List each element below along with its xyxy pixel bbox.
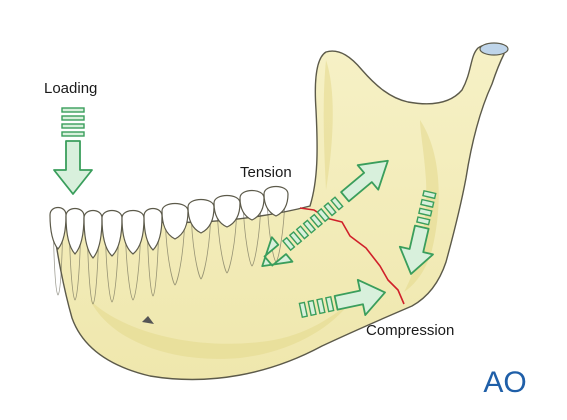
arrow-down-left-icon [398, 189, 437, 275]
label-loading: Loading [44, 80, 98, 97]
tooth [101, 209, 123, 257]
tooth [121, 209, 145, 255]
tooth [263, 185, 289, 217]
mandible-bone [51, 44, 505, 381]
tooth [213, 194, 241, 228]
tooth-root [86, 219, 100, 305]
double-arrow-icon [261, 159, 389, 268]
mental-foramen [142, 316, 154, 324]
label-compression: Compression [366, 322, 455, 339]
tooth-root [124, 219, 142, 301]
bone-shading [323, 60, 333, 190]
arrow-down-icon [53, 107, 93, 195]
tooth [239, 189, 265, 221]
tooth-root [242, 199, 262, 267]
tooth [161, 202, 189, 240]
tooth [83, 209, 103, 259]
condyle-cap [479, 42, 509, 56]
ao-logo-text: AO [483, 366, 526, 396]
tooth-root [164, 212, 186, 286]
teeth [49, 185, 289, 259]
bone-shading [90, 300, 352, 359]
tooth-root [68, 217, 82, 301]
label-tension: Tension [240, 164, 292, 181]
bone-shading [404, 120, 439, 292]
tooth-roots [52, 195, 286, 305]
tooth [143, 207, 163, 251]
tooth-root [146, 217, 160, 297]
tooth-root [216, 204, 238, 274]
ao-logo: AO [483, 366, 526, 396]
tooth [65, 207, 85, 255]
tooth-root [190, 208, 212, 280]
tooth [49, 206, 67, 250]
arrow-right-icon [298, 278, 386, 318]
tooth-root [52, 216, 64, 296]
tooth-root [104, 219, 120, 303]
tooth [187, 198, 215, 234]
